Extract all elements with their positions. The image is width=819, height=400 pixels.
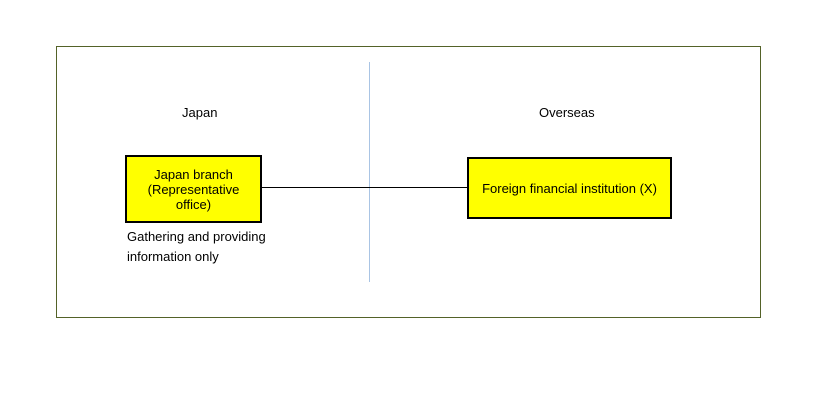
region-label-japan: Japan	[182, 105, 218, 120]
node-foreign-institution-label: Foreign financial institution (X)	[482, 180, 657, 196]
caption-gathering-info: Gathering and providing information only	[127, 229, 266, 264]
connector-line	[261, 187, 468, 188]
japan-overseas-divider-line	[369, 62, 370, 282]
node-japan-branch: Japan branch (Representative office)	[125, 155, 262, 223]
region-label-overseas: Overseas	[539, 105, 595, 120]
node-foreign-institution: Foreign financial institution (X)	[467, 157, 672, 219]
node-japan-branch-label: Japan branch (Representative office)	[147, 166, 240, 212]
